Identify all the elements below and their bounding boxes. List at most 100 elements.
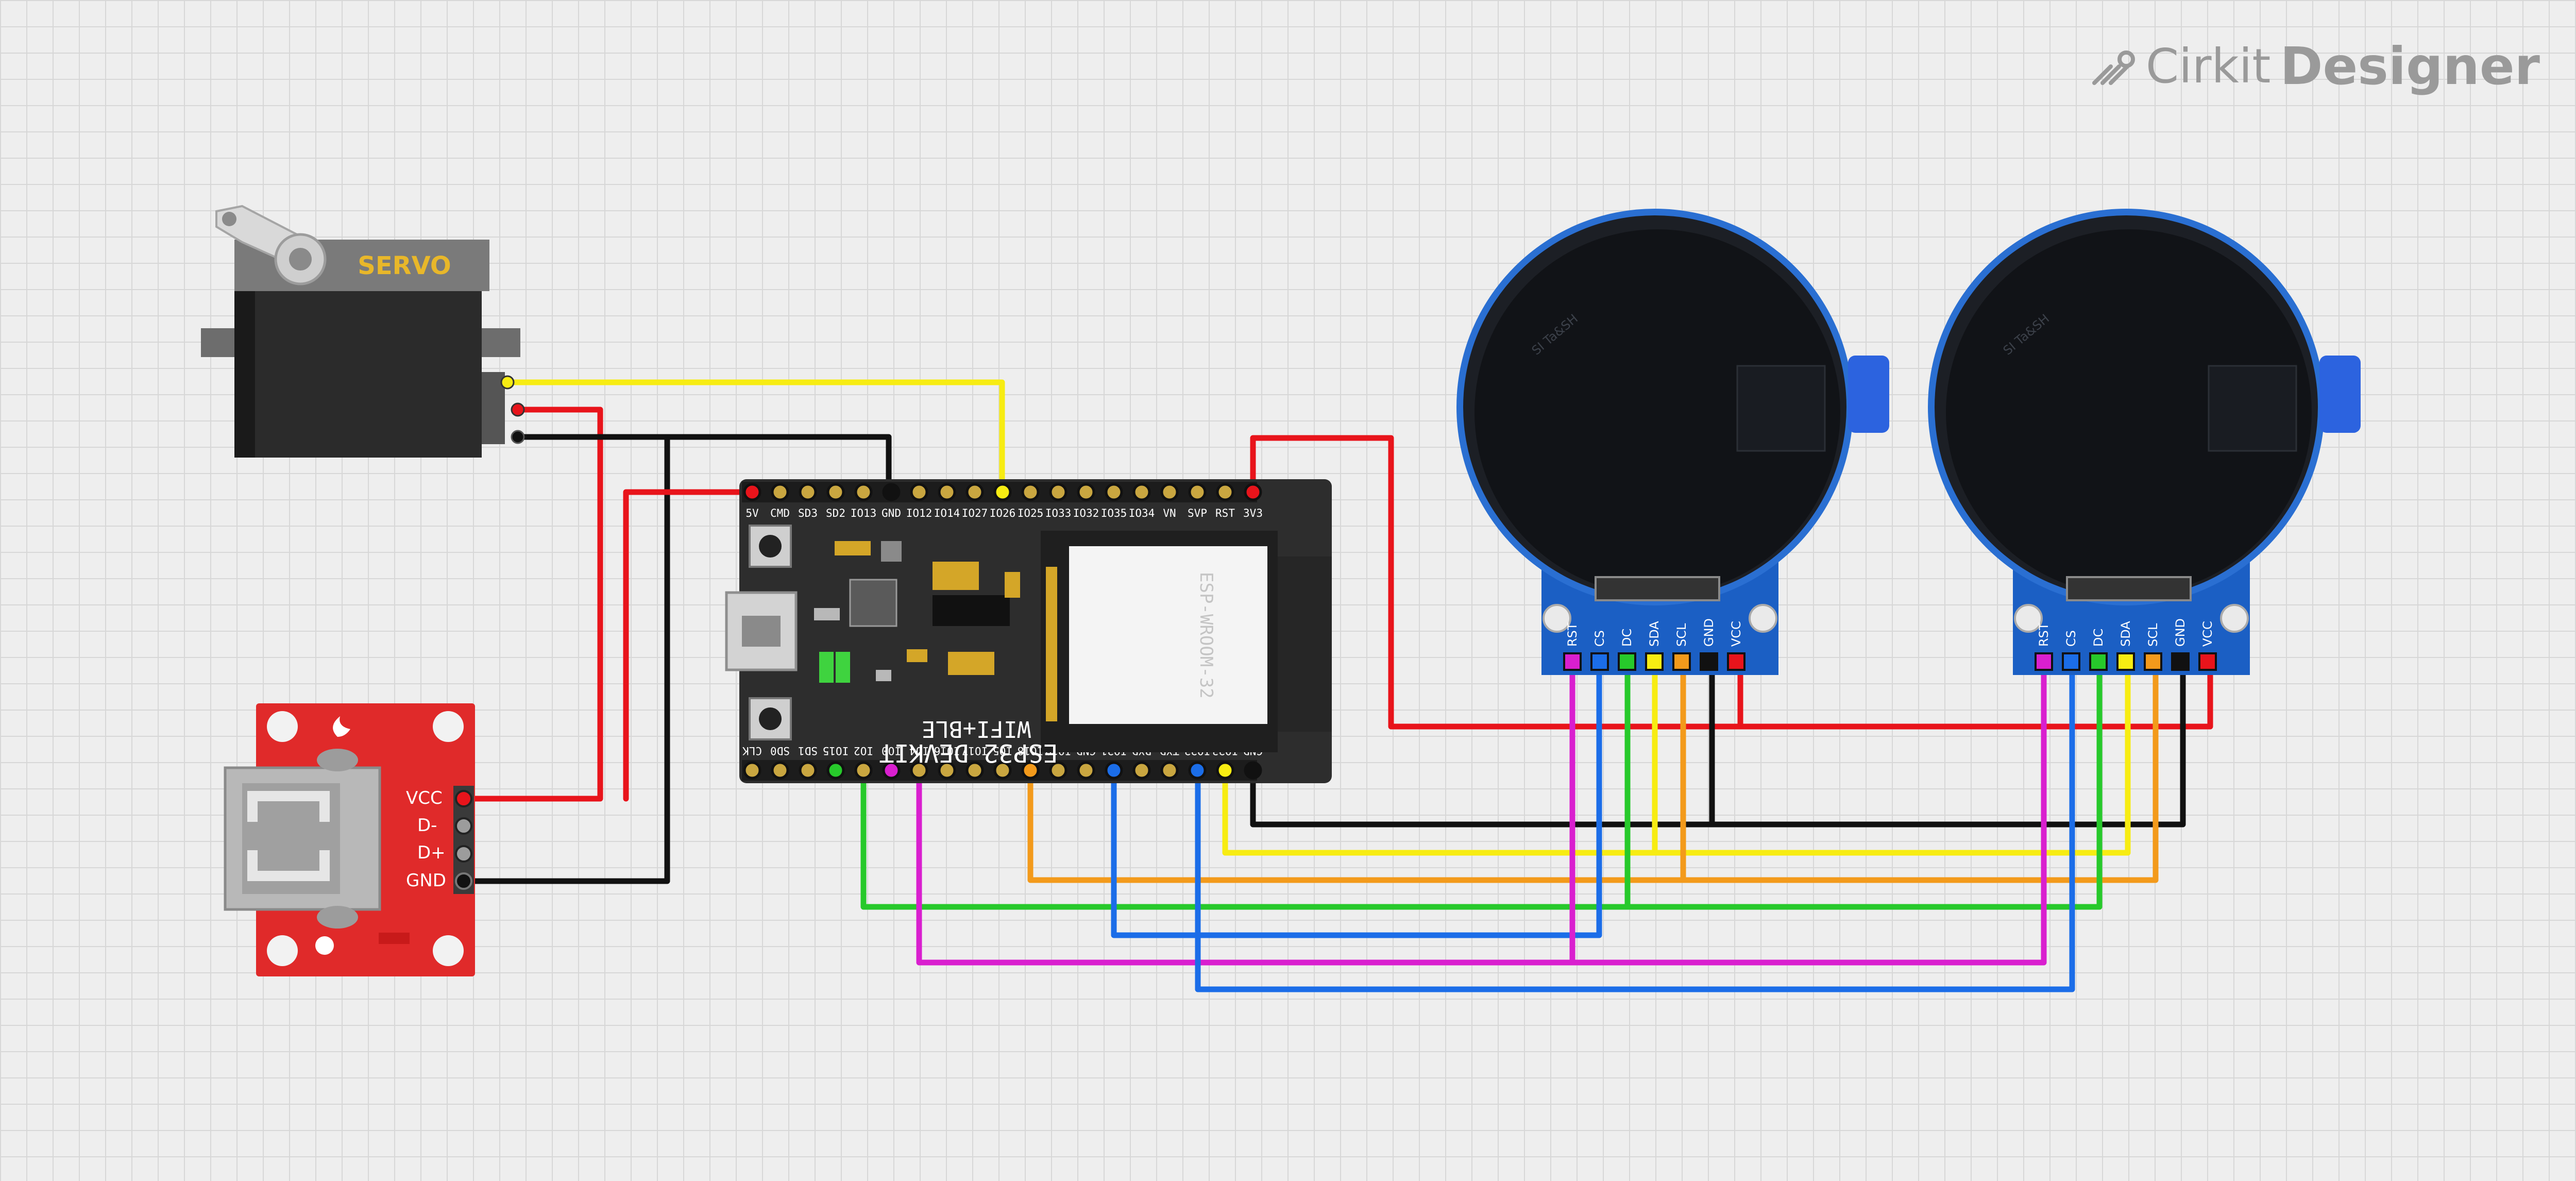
esp32-pin-io22-16[interactable] [1188, 761, 1207, 780]
esp32-top-pin-label: IO33 [1045, 507, 1072, 519]
esp32-pin-sd1-2[interactable] [799, 761, 817, 780]
esp32-pin-txd-15[interactable] [1160, 761, 1179, 780]
esp32-pin-io35-13[interactable] [1105, 483, 1123, 501]
esp32-pin-io25-10[interactable] [1021, 483, 1040, 501]
wire-3v3-vcc[interactable] [1250, 435, 2213, 730]
usb-pin-labels: VCC D- D+ GND [406, 788, 446, 891]
esp32-pin-vn-15[interactable] [1160, 483, 1179, 501]
esp32-pin-svp-16[interactable] [1188, 483, 1207, 501]
display-ribbon-tab [1848, 356, 1889, 433]
esp32-pin-3v3-18[interactable] [1244, 483, 1262, 501]
usb-pin-gnd[interactable] [455, 872, 472, 890]
esp32-top-pin-label: CMD [770, 507, 790, 519]
servo-label: SERVO [358, 251, 451, 280]
wire-servo-vcc[interactable] [468, 407, 603, 802]
wire-servo-gnd[interactable] [515, 434, 892, 495]
display-pin-gnd[interactable] [1700, 652, 1718, 671]
esp32-pin-io21-13[interactable] [1105, 761, 1123, 780]
esp32-pin-io14-7[interactable] [938, 483, 956, 501]
wire-usb-gnd[interactable] [468, 434, 670, 884]
display-pin-sda[interactable] [2116, 652, 2135, 671]
wire-gnd-displays[interactable] [1250, 659, 2186, 828]
esp32-pin-io18-10[interactable] [1021, 761, 1040, 780]
display-pin-dc[interactable] [1618, 652, 1636, 671]
esp32-pin-io17-8[interactable] [965, 761, 984, 780]
esp32-pin-io33-11[interactable] [1049, 483, 1067, 501]
esp32-pin-io2-4[interactable] [854, 761, 873, 780]
esp32-bottom-pin-label: SD0 [770, 745, 790, 757]
esp32-title: ESP32 DEVKIT [879, 738, 1058, 767]
wire-dc[interactable] [860, 659, 2103, 910]
esp32-pin-io15-3[interactable] [826, 761, 845, 780]
esp32-pin-cmd-1[interactable] [771, 483, 789, 501]
usb-pin-vcc[interactable] [455, 790, 472, 807]
esp32-pin-clk-0[interactable] [743, 761, 761, 780]
display-pin-vcc[interactable] [2198, 652, 2217, 671]
display-pin-scl[interactable] [1672, 652, 1691, 671]
esp32-pin-rxd-14[interactable] [1132, 761, 1151, 780]
wire-rst[interactable] [916, 659, 2047, 966]
esp32-pin-gnd-18[interactable] [1244, 761, 1262, 780]
usb-mount-hole-tl [267, 711, 298, 742]
esp32-pin-io26-9[interactable] [993, 483, 1012, 501]
servo-motor[interactable]: SERVO [201, 205, 525, 458]
display-pin-cs[interactable] [1590, 652, 1609, 671]
wire-scl[interactable] [1027, 659, 2159, 883]
esp32-top-pin-label: IO13 [851, 507, 877, 519]
esp32-pin-io19-11[interactable] [1049, 761, 1067, 780]
esp32-pin-io4-6[interactable] [910, 761, 928, 780]
esp32-top-pin-row [743, 483, 1262, 501]
esp32-pin-sd2-3[interactable] [826, 483, 845, 501]
wire-servo-signal[interactable] [489, 379, 1005, 495]
display-pin-rst[interactable] [1563, 652, 1582, 671]
esp32-pin-io0-5[interactable] [882, 761, 901, 780]
esp32-pin-io32-12[interactable] [1077, 483, 1095, 501]
display-pin-sda[interactable] [1645, 652, 1664, 671]
usb-contact-bottom [247, 850, 330, 881]
display-glare [2208, 365, 2297, 452]
wire-sda[interactable] [1222, 659, 2131, 856]
esp32-pin-io13-4[interactable] [854, 483, 873, 501]
usb-pin-dminus[interactable] [455, 817, 472, 835]
esp32-top-pin-label: SVP [1188, 507, 1207, 519]
servo-body [234, 285, 482, 458]
wire-cs-display2[interactable] [1195, 659, 2075, 992]
usb-pin-dplus[interactable] [455, 845, 472, 863]
esp32-pin-io5-9[interactable] [993, 761, 1012, 780]
esp32-top-pin-label: RST [1215, 507, 1235, 519]
esp32-pin-io12-6[interactable] [910, 483, 928, 501]
esp32-pin-io27-8[interactable] [965, 483, 984, 501]
brand-product: Designer [2280, 36, 2540, 96]
servo-pin-signal[interactable] [500, 375, 515, 390]
display-pin-gnd[interactable] [2171, 652, 2190, 671]
display-pin-cs[interactable] [2062, 652, 2080, 671]
esp32-pin-io23-17[interactable] [1216, 761, 1234, 780]
usb-contact-top [247, 791, 330, 822]
esp32-pin-sd0-1[interactable] [771, 761, 789, 780]
esp32-pin-gnd-12[interactable] [1077, 761, 1095, 780]
esp32-pin-io34-14[interactable] [1132, 483, 1151, 501]
display-mount-hole-left [2014, 604, 2043, 633]
servo-pin-vcc[interactable] [511, 402, 525, 417]
wire-5v[interactable] [623, 489, 755, 802]
display-pin-dc[interactable] [2089, 652, 2108, 671]
display-pin-rst[interactable] [2035, 652, 2053, 671]
display-pin-scl[interactable] [2144, 652, 2162, 671]
display-pin-vcc[interactable] [1727, 652, 1745, 671]
esp32-pin-gnd-5[interactable] [882, 483, 901, 501]
usb-breakout-board[interactable]: VCC D- D+ GND [224, 703, 475, 976]
wire-cs-display1[interactable] [1111, 659, 1602, 938]
esp32-pin-sd3-2[interactable] [799, 483, 817, 501]
esp32-pin-io16-7[interactable] [938, 761, 956, 780]
esp32-top-pin-label: IO34 [1129, 507, 1155, 519]
usb-pin-label-dplus: D+ [417, 842, 446, 863]
esp32-pin-5v-0[interactable] [743, 483, 761, 501]
display-pin-label-rst: RST [2037, 622, 2051, 647]
esp32-bottom-pin-label: IO18 [1018, 745, 1044, 757]
servo-pin-gnd[interactable] [511, 430, 525, 444]
esp32-pin-rst-17[interactable] [1216, 483, 1234, 501]
